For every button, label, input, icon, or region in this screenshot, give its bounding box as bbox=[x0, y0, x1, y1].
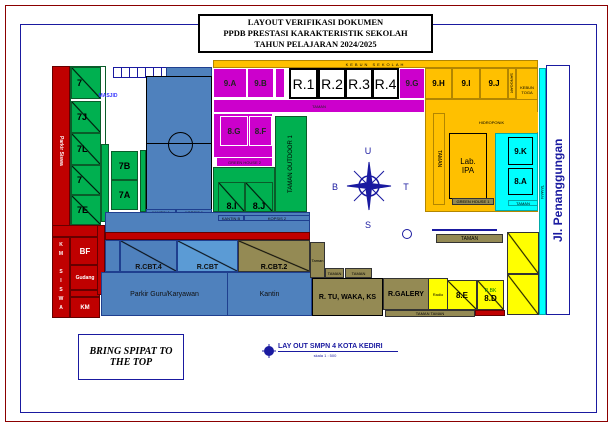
room-9k: 9.K bbox=[508, 137, 533, 165]
title-box: LAYOUT VERIFIKASI DOKUMEN PPDB PRESTASI … bbox=[198, 14, 433, 53]
room-rcbt4: R.CBT.4 bbox=[120, 240, 177, 272]
yellow-room-2 bbox=[507, 274, 539, 315]
title-line-2: PPDB PRESTASI KARAKTERISTIK SEKOLAH bbox=[223, 28, 408, 38]
room-9h: 9.H bbox=[425, 68, 452, 99]
taman-vertical: TAMAN bbox=[433, 113, 445, 205]
street-jl-penanggungan: Jl. Penanggungan bbox=[546, 65, 570, 315]
sports-field bbox=[146, 76, 212, 210]
room-rcbt: R.CBT bbox=[177, 240, 238, 272]
room-r4: R.4 bbox=[372, 68, 399, 99]
room-8d-label: 8.D bbox=[484, 293, 497, 303]
room-7l: 7L bbox=[71, 133, 101, 165]
motto-box: BRING SPIPAT TO THE TOP bbox=[78, 334, 184, 380]
room-r3: R.3 bbox=[345, 68, 373, 99]
room-9a: 9.A bbox=[213, 68, 247, 98]
lab-ipa: Lab. IPA bbox=[449, 133, 487, 199]
km-siswa: KM SISWA bbox=[52, 237, 70, 318]
masjid-label: MASJID bbox=[98, 92, 118, 99]
circle-marker bbox=[402, 229, 412, 239]
room-7b: 7B bbox=[111, 151, 138, 180]
parkir-siswa: Parkir Siswa bbox=[52, 66, 70, 236]
room-8a: 8.A bbox=[508, 168, 533, 195]
bf: BF bbox=[70, 237, 100, 265]
red-block-top bbox=[52, 225, 102, 237]
room-7a: 7A bbox=[111, 180, 138, 210]
room-7: 7 bbox=[71, 67, 101, 99]
hidroponik: HIDROPONIK bbox=[445, 112, 538, 132]
room-9i: 9.I bbox=[452, 68, 480, 99]
kantin-b: KANTIN B bbox=[218, 215, 244, 221]
yellow-room-1 bbox=[507, 232, 539, 274]
parkir-guru: Parkir Guru/Karyawan bbox=[101, 272, 228, 316]
green-house-2: GREEN HOUSE 2 bbox=[216, 157, 273, 167]
taman-small-3: TAMAN bbox=[345, 268, 372, 278]
taman-strip: TAMAN bbox=[213, 99, 425, 113]
radio: Radio bbox=[428, 278, 448, 310]
room-r2: R.2 bbox=[318, 68, 346, 99]
kebun-sekolah: KEBUN SEKOLAH bbox=[213, 60, 538, 68]
green-house-1: GREEN HOUSE 1 bbox=[452, 198, 494, 205]
room-7-b: 7 bbox=[71, 165, 101, 195]
taman-small: Taman bbox=[310, 242, 325, 278]
room-8f: 8.F bbox=[249, 116, 272, 146]
compass-u: U bbox=[364, 146, 372, 156]
title-line-1: LAYOUT VERIFIKASI DOKUMEN bbox=[247, 17, 384, 27]
room-8e: 8.E bbox=[447, 280, 477, 310]
gudang: Gudang bbox=[70, 265, 100, 290]
room-8j: 8.J bbox=[245, 182, 273, 212]
toilet bbox=[275, 68, 285, 98]
room-r1: R.1 bbox=[289, 68, 318, 99]
taman-bottom: TAMAN TAMAN bbox=[385, 310, 475, 317]
sanggar: SANGGAR bbox=[508, 68, 516, 99]
compass-s: S bbox=[364, 220, 371, 230]
scale-label: skala 1 : 500 bbox=[313, 353, 337, 358]
red-strip bbox=[475, 310, 505, 316]
kantin: Kantin bbox=[228, 272, 312, 316]
room-rtu: R. TU, WAKA, KS bbox=[312, 278, 383, 316]
green-strip-left bbox=[101, 144, 109, 222]
blue-line bbox=[432, 229, 497, 231]
taman-small-2: TAMAN bbox=[325, 268, 344, 278]
km: KM bbox=[70, 297, 100, 318]
room-7j: 7J bbox=[71, 101, 101, 133]
room-7e: 7E bbox=[71, 195, 101, 225]
room-9j: 9.J bbox=[480, 68, 508, 99]
room-8d: R.BK 8.D bbox=[477, 280, 504, 310]
green-strip-right bbox=[140, 150, 146, 212]
room-8i: 8.I bbox=[218, 182, 245, 212]
taman-mid: TAMAN bbox=[436, 234, 503, 243]
layout-label: LAY OUT SMPN 4 KOTA KEDIRI bbox=[278, 341, 398, 352]
compass-b: B bbox=[331, 182, 338, 192]
taman-side: TAMAN bbox=[539, 68, 546, 315]
compass-rose-icon bbox=[346, 161, 392, 211]
taman-outdoor: TAMAN OUTDOOR 1 bbox=[275, 116, 307, 212]
room-8g: 8.G bbox=[220, 116, 248, 146]
room-9g: 9.G bbox=[399, 68, 425, 99]
room-rcbt2: R.CBT.2 bbox=[238, 240, 310, 272]
kopsis-2: KOPSIS 2 bbox=[244, 215, 310, 221]
compass-t: T bbox=[403, 182, 409, 192]
taman-right: TAMAN bbox=[508, 200, 538, 206]
title-line-3: TAHUN PELAJARAN 2024/2025 bbox=[254, 39, 377, 49]
room-rbk: R.BK bbox=[484, 287, 497, 294]
blue-small bbox=[105, 240, 120, 272]
room-9b: 9.B bbox=[247, 68, 274, 98]
red-corridor bbox=[105, 232, 310, 240]
layout-marker-icon bbox=[262, 344, 276, 358]
red-divider bbox=[70, 290, 100, 297]
room-rgalery: R.GALERY bbox=[383, 278, 429, 310]
outer-border bbox=[5, 5, 608, 422]
